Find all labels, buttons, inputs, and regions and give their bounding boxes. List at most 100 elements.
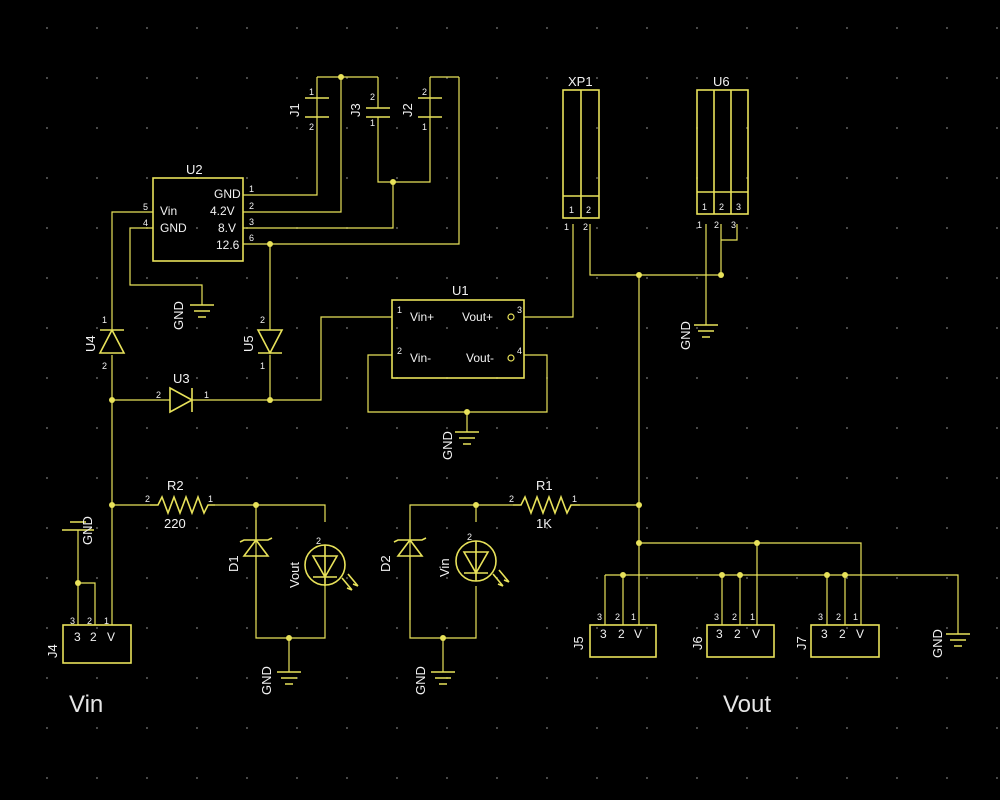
svg-text:GND: GND [440,431,455,460]
r2-pin1: 1 [208,494,213,504]
u2-ref: U2 [186,162,203,177]
zener-d2[interactable]: D2 [378,520,427,572]
u4-pin1: 1 [102,315,107,325]
svg-text:V: V [752,627,760,641]
j2-pin1: 1 [422,122,427,132]
led-vout-pin2: 2 [316,536,321,546]
u1-pin3-num: 3 [517,305,522,315]
svg-text:1: 1 [104,616,109,626]
connector-j6[interactable]: J6 3 2 V 3 2 1 [690,612,775,658]
diode-u3[interactable]: U3 2 1 [156,371,209,414]
u5-pin2: 2 [260,315,265,325]
r1-ref: R1 [536,478,553,493]
u1-pin-vinm: Vin- [410,351,431,365]
u2-pin-42v: 4.2V [210,204,235,218]
u2-pin-8v: 8.V [218,221,236,235]
svg-text:3: 3 [70,616,75,626]
svg-text:GND: GND [930,629,945,658]
svg-text:2: 2 [734,627,741,641]
gnd-u2: GND [171,301,214,330]
svg-text:3: 3 [600,627,607,641]
u6-header[interactable]: U6 1 2 3 1 2 3 [696,74,749,230]
gnd-d1: GND [259,666,301,695]
gnd-u6: GND [678,321,718,350]
j1-pin2: 2 [309,122,314,132]
u1-module[interactable]: U1 Vin+ Vin- Vout+ Vout- 1 2 3 4 [391,283,525,379]
svg-text:J5: J5 [571,636,586,650]
r2-ref: R2 [167,478,184,493]
svg-text:1: 1 [853,612,858,622]
svg-text:3: 3 [821,627,828,641]
j1-ref: J1 [287,103,302,117]
u2-pin3-num: 3 [249,217,254,227]
jumper-j1[interactable]: J1 1 2 [287,87,329,132]
connector-j4[interactable]: J4 3 2 V 3 2 1 [45,616,132,664]
battery-symbol: GND [62,516,95,545]
xp1-pin2-ext: 2 [583,222,588,232]
xp1-header[interactable]: XP1 1 2 1 2 [562,74,600,232]
connector-j5[interactable]: J5 3 2 V 3 2 1 [571,612,657,658]
r1-pin1: 1 [572,494,577,504]
jumper-j3[interactable]: J3 1 2 [348,92,390,128]
r1-pin2: 2 [509,494,514,504]
j3-ref: J3 [348,103,363,117]
r2-value: 220 [164,516,186,531]
u5-pin1: 1 [260,361,265,371]
u6-pin1-ext: 1 [697,220,702,230]
wires [77,76,959,660]
u2-module[interactable]: U2 Vin GND 5 4 GND 4.2V 8.V 12.6 1 2 3 6 [143,162,254,262]
svg-text:V: V [107,630,115,644]
led-vout[interactable]: Vout 2 [287,536,359,591]
jumper-j2[interactable]: J2 1 2 [400,87,442,132]
connector-j7[interactable]: J7 3 2 V 3 2 1 [794,612,880,658]
svg-text:2: 2 [618,627,625,641]
u6-pin2: 2 [719,202,724,212]
u2-pin-126: 12.6 [216,238,240,252]
svg-text:1: 1 [750,612,755,622]
svg-text:1: 1 [631,612,636,622]
svg-text:3: 3 [716,627,723,641]
diode-u5[interactable]: U5 2 1 [241,315,284,371]
svg-text:GND: GND [171,301,186,330]
svg-text:V: V [634,627,642,641]
u2-pin2-num: 2 [249,201,254,211]
u2-pin4-num: 4 [143,218,148,228]
u2-pin-vin: Vin [160,204,177,218]
u4-ref: U4 [83,335,98,352]
zener-d1[interactable]: D1 [226,520,273,572]
svg-text:J4: J4 [45,644,60,658]
led-vin[interactable]: Vin 2 [437,532,510,587]
u3-pin2: 2 [156,390,161,400]
j1-pin1: 1 [309,87,314,97]
svg-text:J7: J7 [794,636,809,650]
svg-text:V: V [856,627,864,641]
u1-pin4-num: 4 [517,346,522,356]
u6-pin3-ext: 3 [731,220,736,230]
svg-text:2: 2 [90,630,97,644]
u2-pin6-num: 6 [249,233,254,243]
resistor-r1[interactable]: R1 1K 2 1 [509,478,580,531]
u5-ref: U5 [241,335,256,352]
u1-pin-vinp: Vin+ [410,310,434,324]
u6-pin3: 3 [736,202,741,212]
u1-pin2-num: 2 [397,346,402,356]
led-vin-label: Vin [437,558,452,577]
u1-pin-voutp: Vout+ [462,310,493,324]
led-vout-label: Vout [287,562,302,588]
xp1-ref: XP1 [568,74,593,89]
diode-u4[interactable]: U4 1 2 [83,315,126,371]
gnd-d2: GND [413,666,455,695]
u4-pin2: 2 [102,361,107,371]
r2-pin2: 2 [145,494,150,504]
svg-text:3: 3 [74,630,81,644]
led-vin-pin2: 2 [467,532,472,542]
svg-text:2: 2 [836,612,841,622]
svg-text:3: 3 [818,612,823,622]
resistor-r2[interactable]: R2 220 2 1 [145,478,215,531]
gnd-symbols: GND GND GND GND GND GND [171,301,970,695]
battery-gnd-label: GND [80,516,95,545]
u2-pin-gnd-left: GND [160,221,187,235]
j3-pin2: 2 [370,92,375,102]
gnd-rail: GND [930,629,970,658]
u2-pin1-num: 1 [249,184,254,194]
